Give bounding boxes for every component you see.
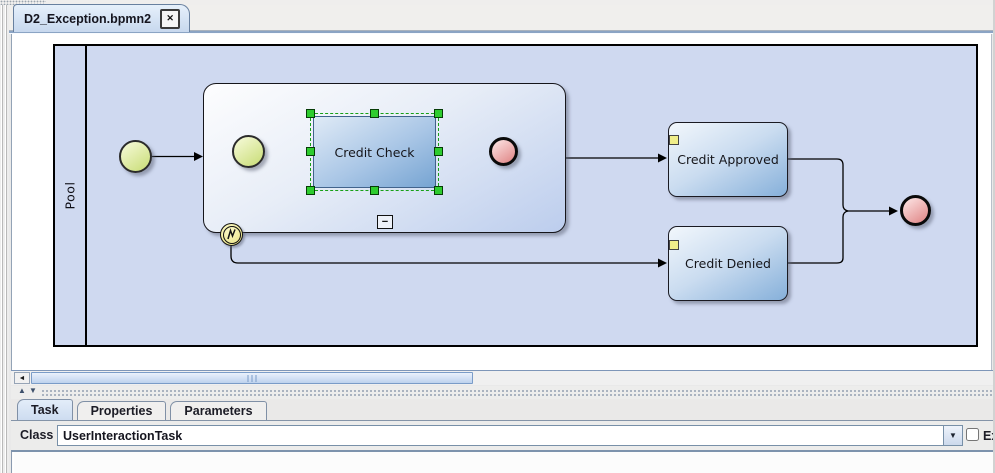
- diagram-canvas[interactable]: Pool: [11, 34, 992, 370]
- sequence-flow[interactable]: [788, 158, 849, 212]
- ex-checkbox-label: Ex: [983, 429, 995, 443]
- class-combobox-input[interactable]: [58, 426, 947, 445]
- resize-handle[interactable]: [434, 147, 443, 156]
- tab-parameters[interactable]: Parameters: [170, 401, 267, 420]
- subprocess-end-event[interactable]: [489, 137, 518, 166]
- task-type-marker: [669, 135, 679, 145]
- task-credit-check-selected[interactable]: Credit Check: [306, 109, 443, 195]
- error-zigzag-icon: [227, 228, 236, 240]
- resize-handle[interactable]: [370, 186, 379, 195]
- pool-label-band[interactable]: Pool: [55, 46, 87, 345]
- sequence-flow[interactable]: [230, 246, 658, 264]
- tab-title: D2_Exception.bpmn2: [24, 11, 152, 26]
- resize-handle[interactable]: [306, 186, 315, 195]
- resize-handle[interactable]: [434, 186, 443, 195]
- splitter-collapse-up-icon[interactable]: ▲: [18, 386, 26, 395]
- selection-outline: [310, 113, 439, 191]
- resize-handle[interactable]: [434, 109, 443, 118]
- scroll-left-button[interactable]: ◄: [14, 372, 30, 384]
- horizontal-splitter-bar[interactable]: ▲ ▼: [11, 386, 995, 399]
- subprocess-start-event[interactable]: [232, 135, 265, 168]
- boundary-event-ring: [222, 225, 241, 244]
- error-boundary-event[interactable]: [220, 223, 243, 246]
- chevron-down-icon: ▼: [949, 431, 957, 440]
- close-icon[interactable]: ✕: [160, 8, 181, 29]
- horizontal-scrollbar[interactable]: ◄: [11, 370, 993, 385]
- vertical-splitter-bar[interactable]: [0, 5, 9, 473]
- toolbar-edge-strip: [0, 0, 995, 5]
- sequence-flow[interactable]: [788, 210, 849, 264]
- start-event[interactable]: [119, 140, 152, 173]
- splitter-collapse-down-icon[interactable]: ▼: [29, 386, 37, 395]
- tab-strip-border: [9, 30, 993, 34]
- collapse-marker[interactable]: −: [377, 215, 393, 229]
- properties-tab-bar: Task Properties Parameters: [11, 399, 995, 420]
- splitter-grip: [41, 389, 995, 396]
- class-field-label: Class: [20, 428, 54, 442]
- tab-d2-exception[interactable]: D2_Exception.bpmn2 ✕: [13, 4, 191, 32]
- tab-task[interactable]: Task: [17, 399, 73, 420]
- task-type-marker: [669, 240, 679, 250]
- task-properties-panel: Class ▼ Ex: [11, 420, 995, 452]
- task-label: Credit Approved: [677, 152, 779, 167]
- scrollbar-thumb[interactable]: [31, 372, 473, 384]
- properties-detail-area: [11, 452, 995, 473]
- tab-properties[interactable]: Properties: [76, 401, 167, 420]
- ex-checkbox[interactable]: [966, 428, 979, 441]
- task-credit-approved[interactable]: Credit Approved: [668, 122, 788, 197]
- resize-handle[interactable]: [306, 109, 315, 118]
- class-combobox[interactable]: ▼: [57, 425, 963, 446]
- combobox-dropdown-button[interactable]: ▼: [943, 426, 962, 445]
- task-label: Credit Denied: [685, 256, 771, 271]
- scroll-left-icon: ◄: [18, 374, 26, 382]
- resize-handle[interactable]: [370, 109, 379, 118]
- window-right-edge: [993, 0, 995, 473]
- resize-handle[interactable]: [306, 147, 315, 156]
- end-event[interactable]: [900, 195, 931, 226]
- task-credit-denied[interactable]: Credit Denied: [668, 226, 788, 301]
